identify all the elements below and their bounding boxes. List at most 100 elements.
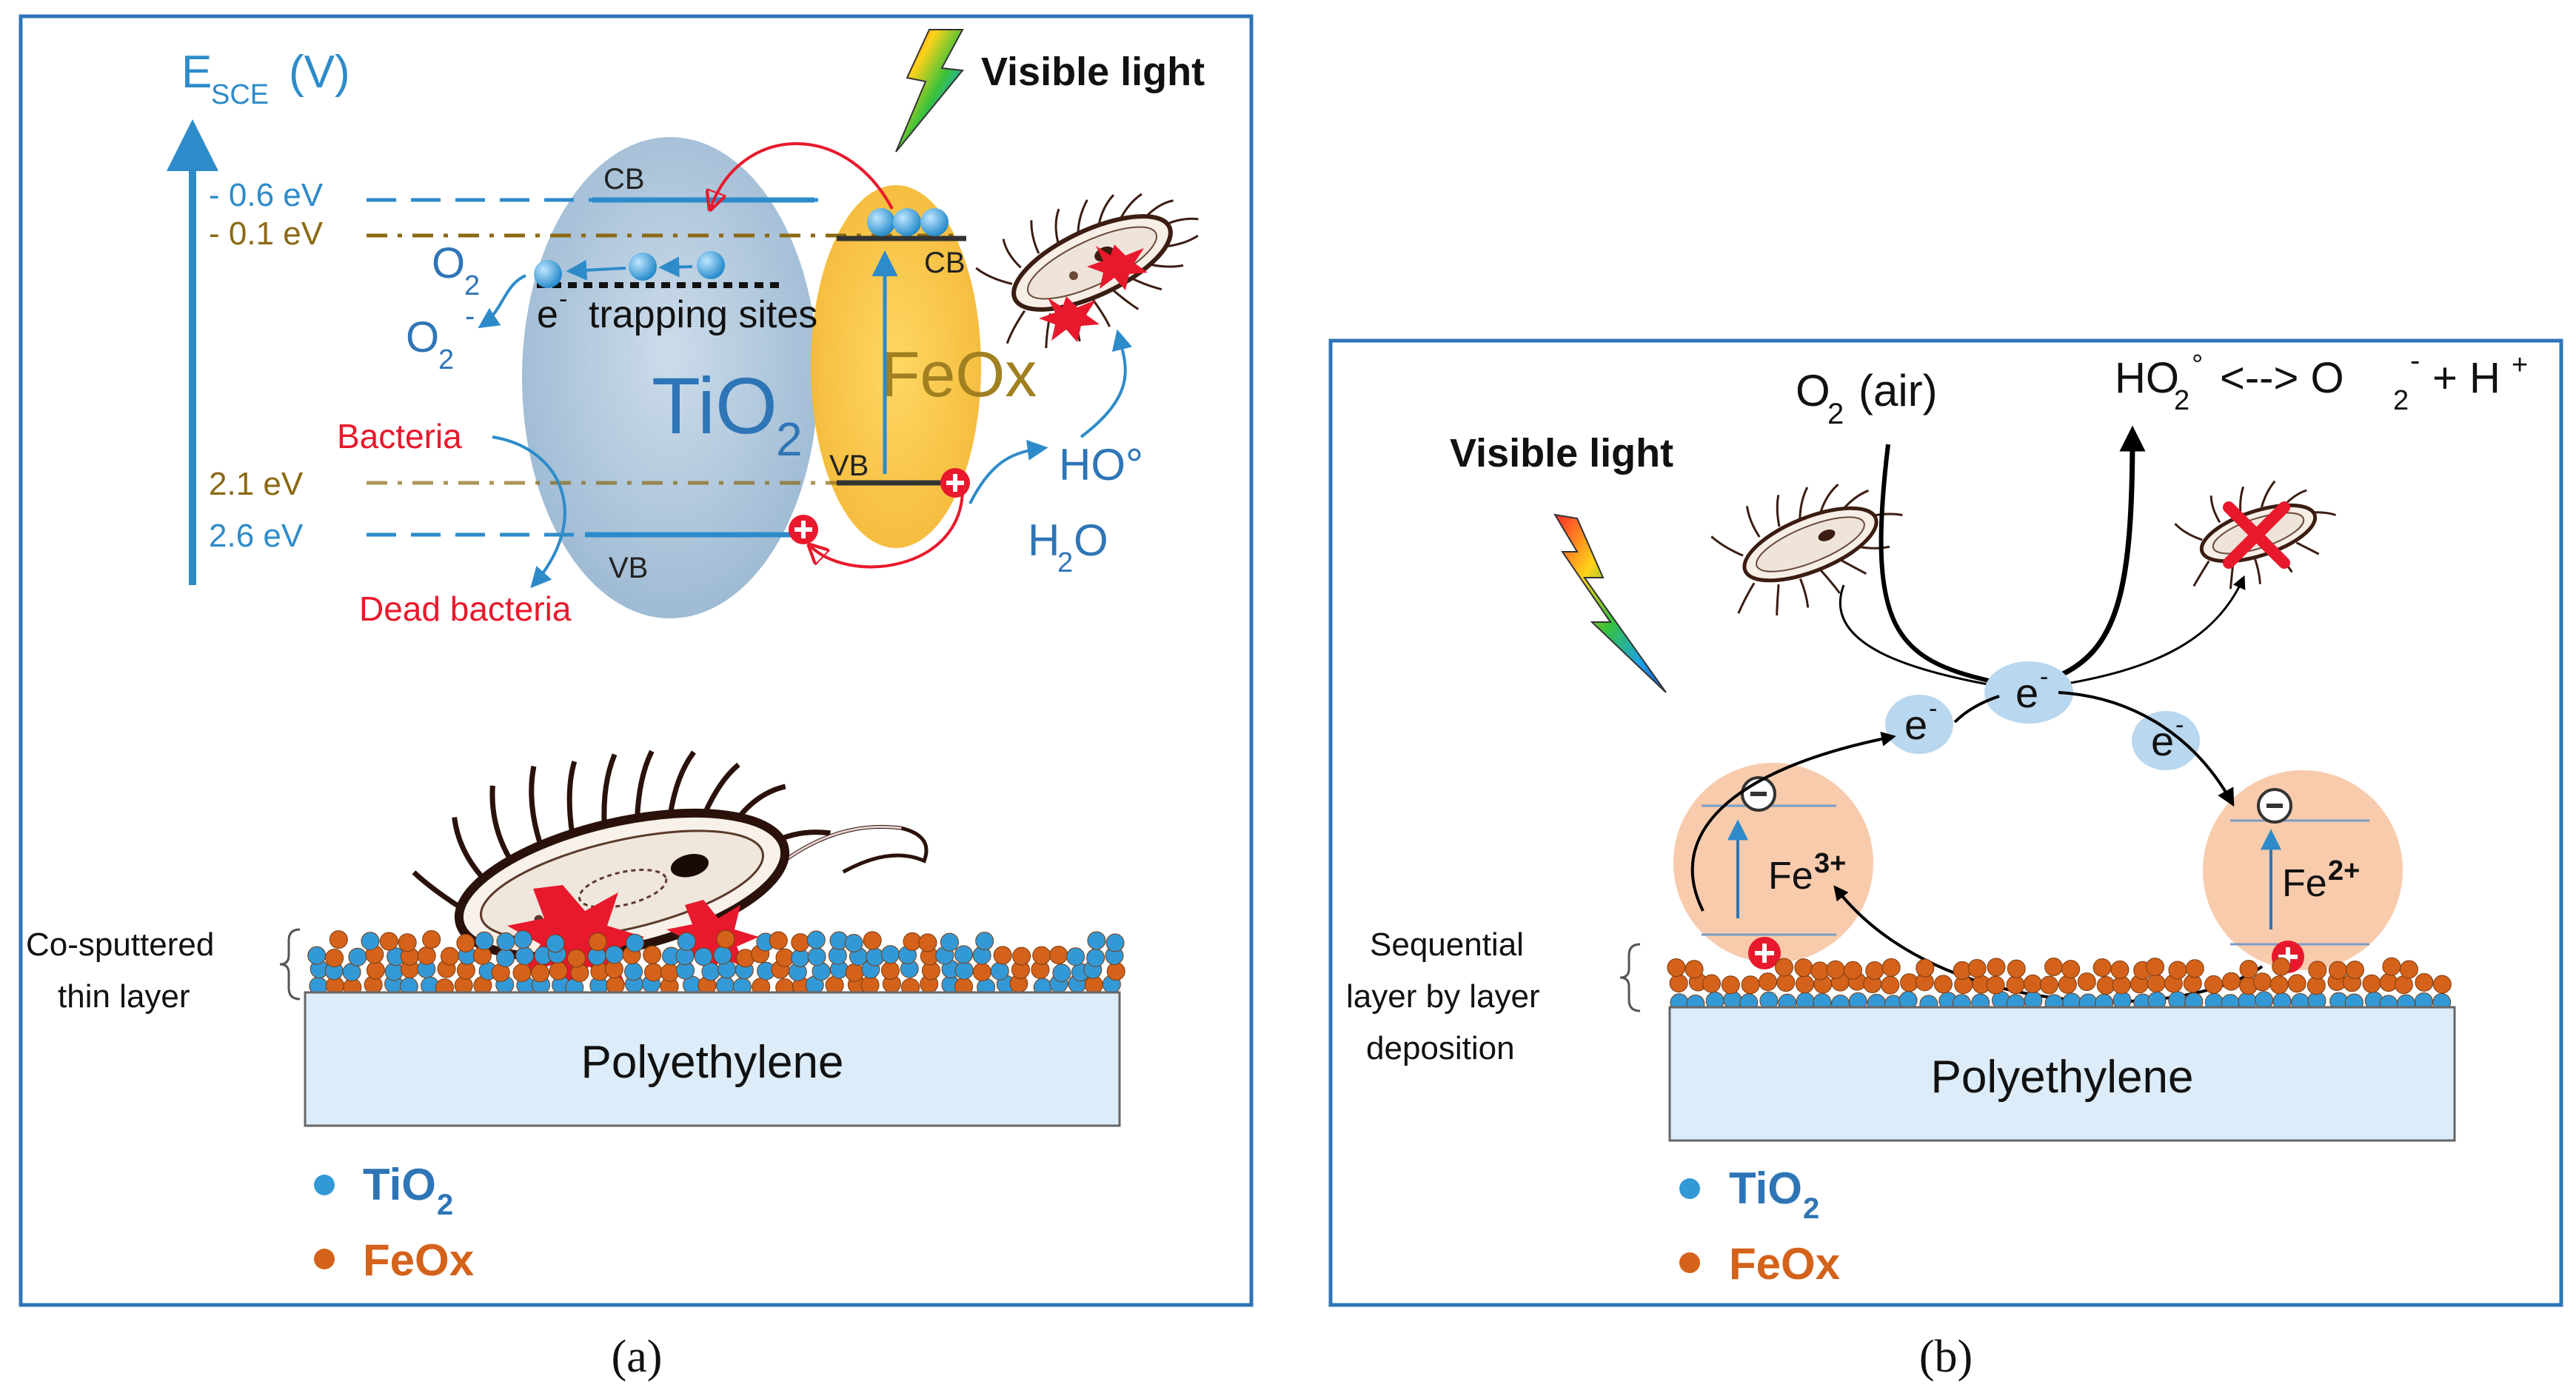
particle [2415, 972, 2434, 992]
svg-text:e: e [2015, 670, 2038, 716]
bacteria-kill-arrow-b [2058, 575, 2246, 687]
particle [566, 949, 586, 968]
fe2-electron-minus [2257, 788, 2292, 824]
h2o-sub: 2 [1057, 547, 1073, 578]
particle [307, 946, 327, 965]
level-label-26: 2.6 eV [209, 518, 304, 554]
particle [1086, 948, 1105, 967]
particle [677, 932, 696, 951]
bacterium-icon-live-b [1710, 483, 1903, 616]
particle [2308, 961, 2327, 980]
particle [1933, 975, 1953, 994]
particle [624, 962, 643, 981]
particle [769, 931, 788, 950]
particle [2287, 974, 2306, 993]
particle [940, 932, 959, 952]
legend-dot-feox-b [1679, 1252, 1700, 1273]
level-label-m06: - 0.6 eV [209, 177, 324, 213]
svg-text:-: - [1929, 695, 1937, 723]
tio2-label-sub: 2 [776, 413, 803, 466]
particle [546, 934, 565, 953]
caption-a: (a) [612, 1332, 663, 1382]
particle [1843, 961, 1862, 980]
particle [398, 933, 417, 952]
electron-bubble-center: e - [1984, 661, 2073, 724]
particle [2399, 960, 2418, 979]
particle [972, 962, 991, 981]
water-oxidation-arrow [968, 439, 1048, 504]
layer-label-b-3: deposition [1366, 1030, 1515, 1066]
particle [440, 946, 459, 966]
particle [2044, 958, 2064, 977]
substrate-label-b: Polyethylene [1930, 1052, 2193, 1103]
particle [549, 961, 568, 981]
feox-band-ellipse [811, 185, 981, 548]
particle [2382, 957, 2401, 976]
particle [975, 932, 994, 951]
ros-release-arrow [2053, 425, 2146, 681]
particle [325, 949, 344, 968]
particle [2007, 959, 2026, 978]
particle [422, 930, 441, 949]
particle [1049, 946, 1068, 965]
cycle-arrow-right-down [2058, 691, 2235, 807]
electron-bubble-left: e - [1885, 695, 1953, 754]
particle [2023, 974, 2042, 993]
ho2-o2-sub: 2 [2393, 385, 2409, 416]
particle [863, 931, 882, 950]
electron-bubble-right: e - [2132, 711, 2200, 770]
particle [1702, 974, 1721, 993]
axis-label-sce: SCE [211, 79, 269, 110]
bacteria-kill-arrow [492, 435, 566, 589]
legend-label-tio2-a: TiO [363, 1160, 436, 1209]
layer-label-b-1: Sequential [1370, 926, 1524, 963]
o2-minus-label-sup: - [465, 300, 475, 333]
svg-text:e: e [1904, 701, 1927, 748]
particle [903, 932, 922, 951]
particle [361, 932, 380, 951]
particle [512, 963, 532, 982]
ho2-arrow-o2: <--> O [2220, 354, 2344, 402]
fe3-hole-plus [1748, 937, 1781, 969]
particle [2345, 961, 2364, 980]
particle [2061, 960, 2081, 979]
substrate-b [1668, 1006, 2456, 1142]
particle [1881, 958, 1901, 977]
particle [496, 932, 515, 951]
svg-text:-: - [2040, 663, 2048, 691]
feox-label: FeOx [881, 339, 1037, 410]
o2-label-sub: 2 [464, 270, 480, 301]
axis-label-unit: (V) [289, 47, 350, 98]
o2-label: O [432, 239, 465, 287]
sequential-layer [1667, 957, 2452, 1014]
fe3-label: Fe [1768, 855, 1813, 898]
tio2-vb-label: VB [609, 552, 648, 584]
tio2-band-ellipse [522, 137, 818, 618]
particle [1087, 931, 1106, 950]
substrate-a [304, 991, 1121, 1127]
svg-text:-: - [2175, 711, 2184, 739]
particle [348, 947, 367, 966]
damage-burst-icon-a1 [1087, 244, 1148, 290]
legend-dot-tio2-a [314, 1175, 335, 1195]
particle [2252, 972, 2272, 992]
particle [2269, 975, 2289, 995]
particle [844, 934, 863, 953]
legend-label-tio2-b: TiO [1729, 1163, 1802, 1213]
particle [1794, 958, 1813, 978]
particle [2362, 974, 2381, 993]
layer-brace-b [1619, 943, 1641, 1012]
particle [993, 946, 1012, 965]
particle [1865, 961, 1884, 980]
layer-brace-a [279, 928, 301, 1001]
particle [643, 945, 662, 964]
level-label-m01: - 0.1 eV [209, 216, 324, 252]
particle [417, 946, 436, 965]
particle [1916, 958, 1935, 978]
particle [2039, 975, 2058, 995]
particle [1881, 975, 1900, 995]
particle [954, 961, 974, 980]
particle [1032, 946, 1051, 965]
particle [716, 929, 735, 949]
